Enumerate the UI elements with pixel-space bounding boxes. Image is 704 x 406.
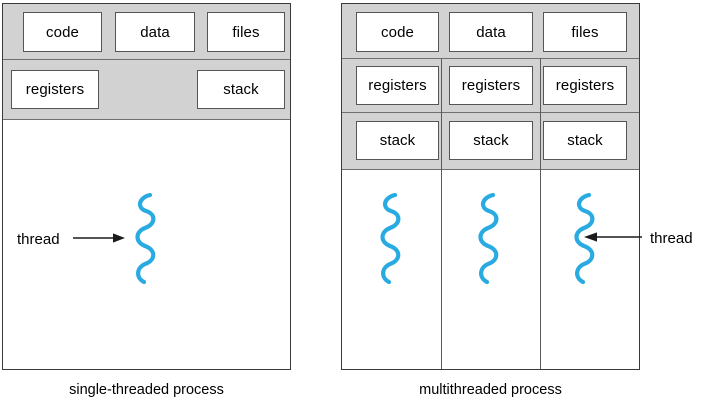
cell-stack-thread-3: stack <box>543 121 627 160</box>
cell-data: data <box>449 12 533 52</box>
thread-squiggle <box>135 192 156 285</box>
single-threaded-caption: single-threaded process <box>69 382 224 398</box>
cell-code: code <box>23 12 102 52</box>
single-threaded-process-diagram: code data files registers stack thread <box>2 3 291 370</box>
multithreaded-process-diagram: code data files registers registers regi… <box>341 3 640 370</box>
shared-resources-band: code data files <box>3 4 290 60</box>
cell-stack: stack <box>197 70 285 109</box>
per-thread-band: registers stack <box>3 60 290 120</box>
cell-files: files <box>543 12 627 52</box>
thread-squiggle-path <box>380 192 401 285</box>
cell-registers-thread-2: registers <box>449 66 533 105</box>
column-divider-1 <box>441 59 442 369</box>
thread-label: thread <box>650 230 693 247</box>
thread-pointer-arrow <box>584 232 642 242</box>
cell-data: data <box>115 12 195 52</box>
cell-registers: registers <box>11 70 99 109</box>
cell-registers-thread-1: registers <box>356 66 439 105</box>
multithreaded-caption: multithreaded process <box>419 382 562 398</box>
cell-code: code <box>356 12 439 52</box>
column-divider-2 <box>540 59 541 369</box>
shared-resources-band: code data files <box>342 4 639 59</box>
cell-registers-thread-3: registers <box>543 66 627 105</box>
thread-squiggle-1 <box>380 192 401 285</box>
thread-squiggle-3 <box>574 192 595 285</box>
thread-squiggle-path <box>574 192 595 285</box>
stack-row-band: stack stack stack <box>342 113 639 170</box>
cell-stack-thread-2: stack <box>449 121 533 160</box>
thread-squiggle-path <box>135 192 156 285</box>
cell-files: files <box>207 12 285 52</box>
registers-row-band: registers registers registers <box>342 59 639 113</box>
cell-stack-thread-1: stack <box>356 121 439 160</box>
thread-label: thread <box>17 231 60 248</box>
thread-pointer-arrow <box>73 233 125 243</box>
thread-squiggle-2 <box>478 192 499 285</box>
thread-squiggle-path <box>478 192 499 285</box>
